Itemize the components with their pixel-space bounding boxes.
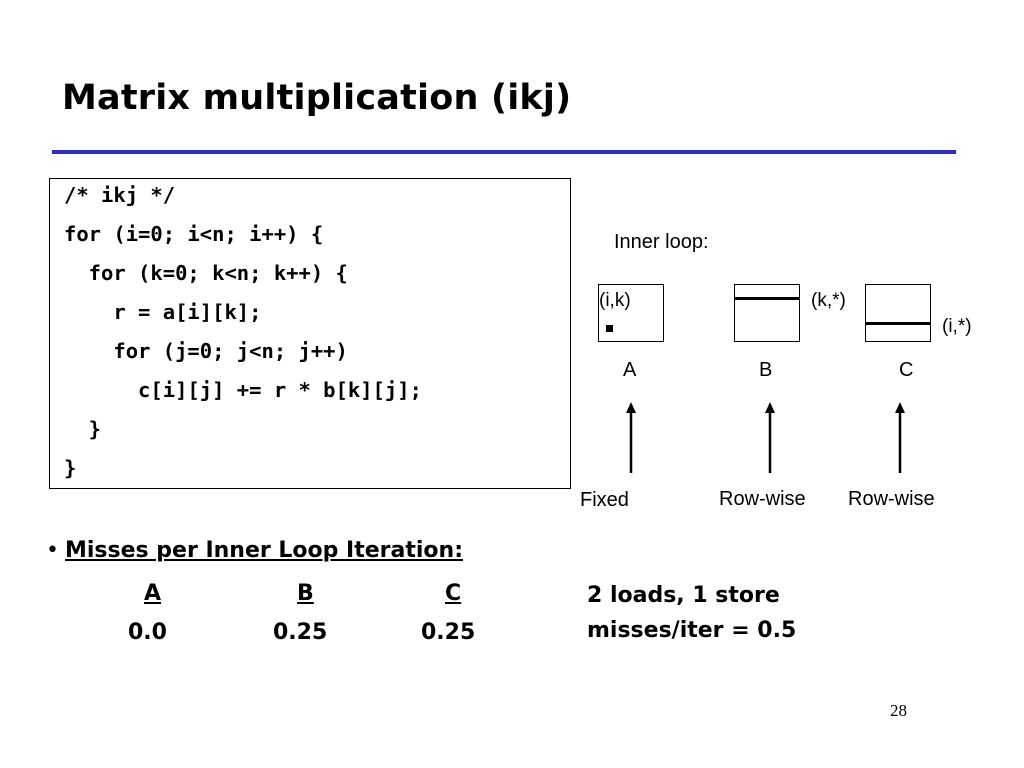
matrix-b-box	[734, 284, 800, 342]
matrix-c-access-pattern: Row-wise	[848, 488, 935, 510]
matrix-c-box	[865, 284, 931, 342]
misses-per-iter-summary: misses/iter = 0.5	[587, 618, 797, 643]
misses-column-b-label: B	[297, 581, 314, 606]
code-line: }	[64, 417, 102, 441]
misses-column-a-value: 0.0	[128, 620, 167, 645]
inner-loop-heading: Inner loop:	[614, 231, 709, 253]
code-line: /* ikj */	[64, 183, 176, 207]
code-line: r = a[i][k];	[64, 300, 262, 324]
code-line: for (k=0; k<n; k++) {	[64, 261, 348, 285]
matrix-b-access-pattern: Row-wise	[719, 488, 806, 510]
misses-column-c-label: C	[445, 581, 462, 606]
misses-column-a-label: A	[144, 581, 162, 606]
matrix-b-name: B	[759, 359, 773, 381]
arrow-up-icon	[895, 402, 905, 473]
misses-column-b-value: 0.25	[273, 620, 328, 645]
matrix-a-name: A	[623, 359, 637, 381]
title-underline-rule	[52, 150, 956, 154]
matrix-c-index-label: (i,*)	[942, 316, 972, 337]
arrow-up-icon	[626, 402, 636, 473]
arrow-up-icon	[765, 402, 775, 473]
matrix-a-box	[598, 284, 664, 342]
misses-heading: Misses per Inner Loop Iteration:	[64, 538, 464, 563]
fixed-element-marker	[606, 325, 613, 332]
matrix-b-index-label: (k,*)	[811, 290, 846, 311]
misses-bullet: •Misses per Inner Loop Iteration:	[46, 540, 463, 562]
code-line: for (i=0; i<n; i++) {	[64, 222, 324, 246]
code-block: /* ikj */ for (i=0; i<n; i++) { for (k=0…	[49, 178, 571, 489]
loads-stores-summary: 2 loads, 1 store	[587, 583, 780, 608]
page-number: 28	[890, 701, 907, 720]
row-access-line	[735, 297, 799, 300]
matrix-a-index-label: (i,k)	[599, 290, 631, 311]
slide-title: Matrix multiplication (ikj)	[62, 78, 572, 118]
misses-column-c-value: 0.25	[421, 620, 476, 645]
code-line: }	[64, 456, 77, 480]
row-access-line	[866, 322, 930, 325]
matrix-c-name: C	[899, 359, 914, 381]
code-line: for (j=0; j<n; j++)	[64, 339, 348, 363]
bullet-marker: •	[46, 538, 59, 563]
matrix-a-access-pattern: Fixed	[580, 489, 629, 511]
code-line: c[i][j] += r * b[k][j];	[64, 378, 422, 402]
